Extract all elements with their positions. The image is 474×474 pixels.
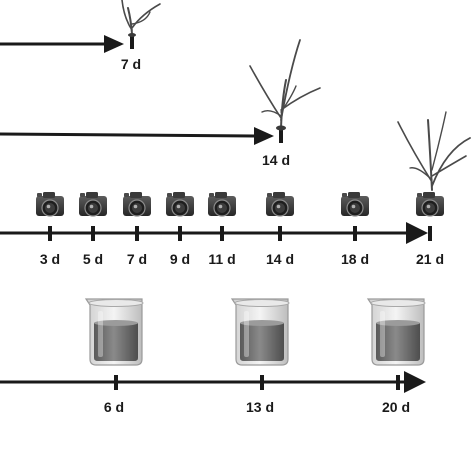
plant-icon <box>121 0 161 37</box>
camera-icon <box>340 191 370 217</box>
imaging-day-label: 18 d <box>341 251 369 267</box>
camera-icon <box>165 191 195 217</box>
plant-icon <box>397 111 471 191</box>
tick-mark <box>278 226 282 241</box>
tick-mark <box>428 226 432 241</box>
imaging-day-label: 11 d <box>208 251 235 267</box>
timeline-14d: 14 d <box>0 39 321 168</box>
plant-icon <box>249 39 321 131</box>
imaging-timeline: 3 d 5 d 7 d 9 d 11 d 14 d 18 d 21 d <box>0 111 471 267</box>
tick-mark <box>135 226 139 241</box>
camera-icon <box>207 191 237 217</box>
arrow-head <box>254 127 274 145</box>
imaging-day-label: 3 d <box>40 251 60 267</box>
beaker-icon <box>367 298 426 366</box>
sampling-day-label: 6 d <box>104 399 124 415</box>
tick-mark <box>91 226 95 241</box>
tick-mark <box>396 375 400 390</box>
tick-mark <box>260 375 264 390</box>
tick-mark <box>353 226 357 241</box>
arrow-head <box>104 35 124 53</box>
timeline-7d: 7 d <box>0 0 161 72</box>
camera-icon <box>122 191 152 217</box>
imaging-day-label: 21 d <box>416 251 444 267</box>
arrow-head <box>406 222 428 244</box>
imaging-day-label: 14 d <box>266 251 294 267</box>
imaging-day-label: 5 d <box>83 251 103 267</box>
tick-mark <box>130 35 134 49</box>
camera-icon <box>78 191 108 217</box>
label-14d: 14 d <box>262 152 290 168</box>
arrow-head <box>404 371 426 393</box>
beaker-icon <box>231 298 290 366</box>
camera-icon <box>265 191 295 217</box>
arrow-line <box>0 132 259 138</box>
imaging-day-label: 7 d <box>127 251 147 267</box>
tick-mark <box>48 226 52 241</box>
sampling-day-label: 13 d <box>246 399 274 415</box>
label-7d: 7 d <box>121 56 141 72</box>
sampling-day-label: 20 d <box>382 399 410 415</box>
sampling-timeline: 6 d 13 d 20 d <box>0 298 426 415</box>
camera-icon <box>35 191 65 217</box>
imaging-day-label: 9 d <box>170 251 190 267</box>
tick-mark <box>114 375 118 390</box>
tick-mark <box>220 226 224 241</box>
tick-mark <box>279 129 283 143</box>
beaker-icon <box>85 298 144 366</box>
tick-mark <box>178 226 182 241</box>
camera-icon <box>415 191 445 217</box>
